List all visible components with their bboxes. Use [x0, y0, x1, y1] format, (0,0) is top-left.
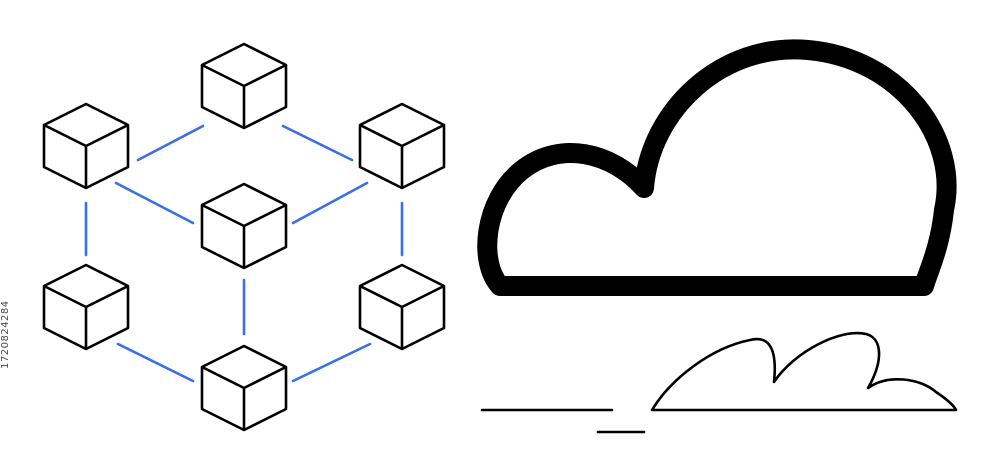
cube-icon-upper-left [42, 102, 130, 190]
cube-icon-bottom [200, 344, 288, 432]
cube-icon-center [200, 182, 288, 270]
cube-icon-top [200, 42, 288, 130]
connector-bottom-left [116, 342, 195, 383]
ground-lines [480, 408, 646, 434]
connector-right-center [291, 181, 369, 225]
cube-icon-upper-right [358, 102, 446, 190]
cube-icon-lower-right [358, 263, 446, 351]
connector-left-center [114, 181, 195, 225]
blockchain-cube-network-icon [42, 42, 446, 432]
connector-top-left [136, 124, 205, 162]
connector-top-right [281, 124, 354, 162]
small-cloud-icon [650, 331, 958, 412]
network-connectors [84, 124, 404, 383]
cube-icon-lower-left [42, 263, 130, 351]
cloud-icon [477, 39, 957, 296]
stock-id-label: 1720824284 [0, 300, 11, 370]
connector-bottom-right [291, 342, 372, 383]
